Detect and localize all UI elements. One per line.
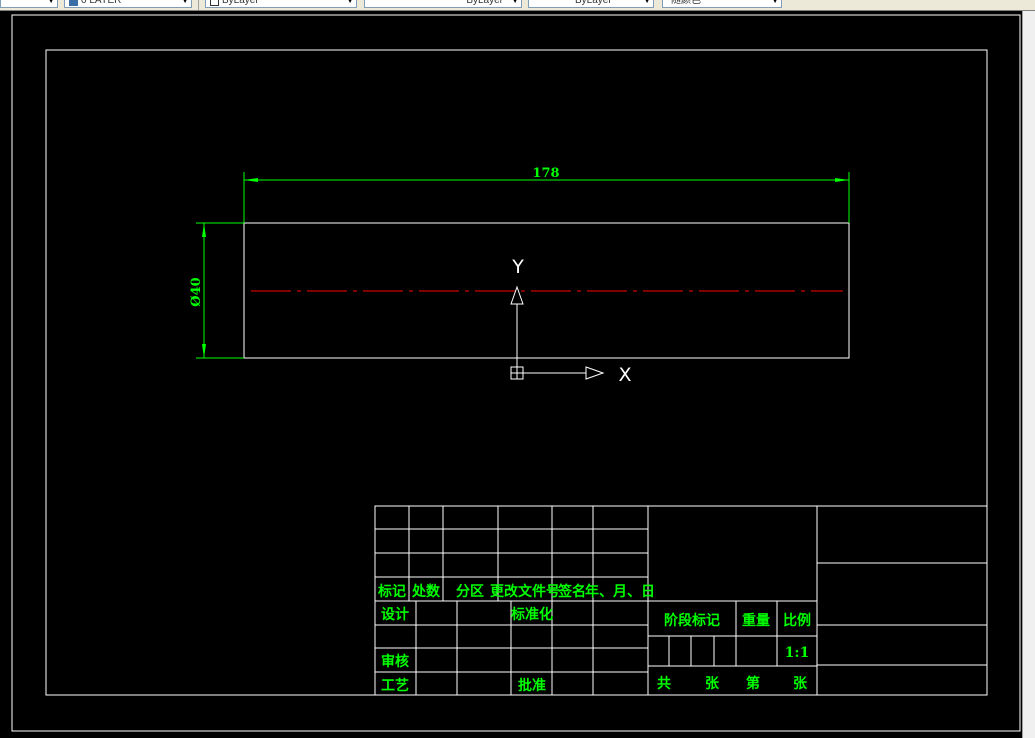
arrow-down-icon [202, 344, 206, 358]
arrow-up-icon [202, 223, 206, 237]
title-block[interactable] [374, 505, 988, 696]
layer-state-dropdown[interactable]: ▼ [0, 0, 58, 8]
color-dropdown[interactable]: ByLayer ▼ [205, 0, 357, 8]
review-label: 审核 [381, 653, 409, 670]
chevron-down-icon: ▼ [771, 0, 779, 5]
layer-icon [69, 0, 78, 6]
layer-dropdown[interactable]: 0 LAYER ▼ [64, 0, 192, 8]
lineweight-dropdown[interactable]: ByLayer ▼ [528, 0, 654, 8]
length-dimension[interactable]: 178 [243, 166, 850, 223]
dimension-diameter-text: Ø40 [189, 277, 204, 306]
dimension-length-text: 178 [532, 166, 559, 181]
chevron-down-icon: ▼ [346, 0, 354, 5]
plotstyle-dropdown[interactable]: 随颜色 ▼ [662, 0, 782, 8]
linetype-value: ByLayer [466, 0, 503, 6]
rev-header: 分区 [456, 584, 484, 600]
scale-value: 1:1 [785, 645, 810, 661]
color-swatch-icon [210, 0, 219, 6]
color-value: ByLayer [222, 0, 259, 6]
rev-header: 更改文件号 [490, 583, 560, 600]
plotstyle-value: 随颜色 [671, 0, 701, 6]
arrow-right-icon [835, 178, 849, 182]
vertical-scrollbar[interactable] [1022, 11, 1035, 738]
chevron-down-icon: ▼ [47, 0, 55, 5]
sheets-label: 张 [705, 676, 720, 692]
standardize-label: 标准化 [510, 606, 553, 623]
properties-toolbar: ▼ 0 LAYER ▼ ByLayer ▼ ByLayer ▼ ByLayer … [0, 0, 1035, 11]
part-outline[interactable] [243, 222, 850, 359]
title-block-text: 标记 处数 分区 更改文件号 签名 年、月、日 设计 标准化 审核 工艺 批准 … [377, 583, 811, 694]
linetype-dropdown[interactable]: ByLayer ▼ [364, 0, 522, 8]
arrow-left-icon [244, 178, 258, 182]
toolbar-separator [198, 0, 199, 10]
paper-outer-frame [11, 14, 1021, 732]
chevron-down-icon: ▼ [643, 0, 651, 5]
rev-header: 标记 [377, 583, 406, 600]
stage-mark-label: 阶段标记 [664, 612, 720, 629]
rev-header: 处数 [411, 583, 441, 600]
sheet-no-label: 第 [746, 675, 760, 692]
approve-label: 批准 [518, 677, 546, 694]
design-label: 设计 [381, 606, 409, 623]
layer-value: 0 LAYER [81, 0, 122, 6]
chevron-down-icon: ▼ [511, 0, 519, 5]
weight-label: 重量 [742, 612, 770, 629]
ucs-x-label: X [618, 364, 631, 386]
sheets-label: 张 [793, 676, 808, 692]
rev-header: 年、月、日 [585, 583, 655, 600]
drawing-svg[interactable]: 178 Ø40 Y X [0, 11, 1022, 738]
process-label: 工艺 [381, 677, 409, 694]
ucs-y-label: Y [511, 256, 524, 278]
ucs-icon [510, 285, 605, 380]
rev-header: 签名 [557, 583, 586, 600]
drawing-canvas[interactable]: 178 Ø40 Y X [0, 11, 1035, 738]
chevron-down-icon: ▼ [181, 0, 189, 5]
scale-label: 比例 [783, 612, 811, 629]
total-label: 共 [657, 675, 671, 692]
lineweight-value: ByLayer [575, 0, 612, 6]
diameter-dimension[interactable]: Ø40 [189, 222, 244, 359]
